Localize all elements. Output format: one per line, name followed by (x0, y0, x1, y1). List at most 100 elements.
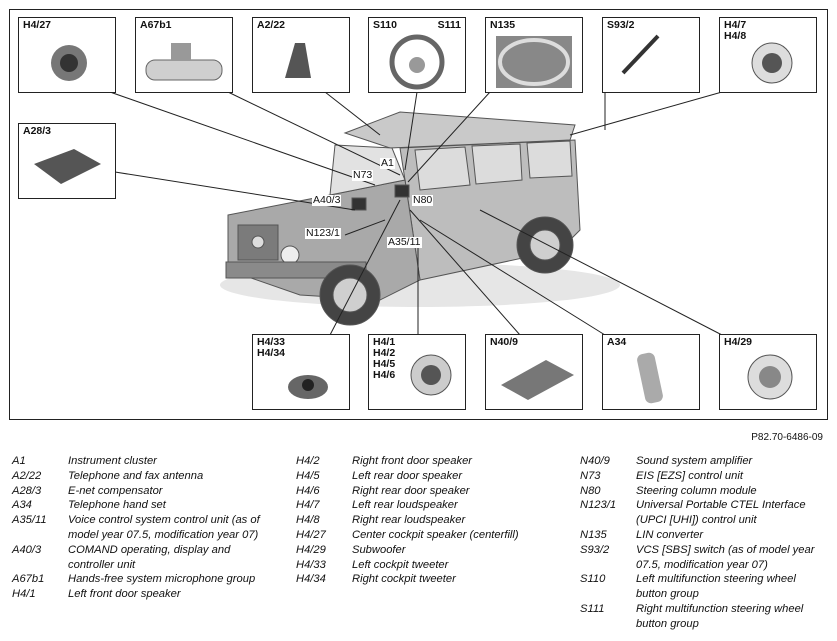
component-box-s93-2: S93/2 (602, 17, 700, 93)
legend-desc: Subwoofer (352, 543, 406, 556)
legend-desc: Right multifunction steering wheel butto… (636, 602, 804, 630)
legend-code: H4/1 (12, 588, 36, 601)
vehicle-illustration (220, 111, 620, 326)
legend-code: H4/7 (296, 499, 320, 512)
legend-code: S110 (580, 573, 606, 586)
tweeter-icon (288, 375, 328, 399)
handset-icon (637, 352, 663, 404)
legend-code: N80 (580, 484, 601, 497)
component-box-h4-1-h4-6: H4/1 H4/2 H4/5 H4/6 (368, 334, 466, 410)
component-box-a67b1: A67b1 (135, 17, 233, 93)
microphone-mirror-icon (145, 43, 223, 81)
legend-desc: E-net compensator (68, 484, 163, 497)
figure-reference: P82.70-6486-09 (751, 432, 823, 443)
box-label: N40/9 (490, 336, 519, 348)
legend-desc: Right front door speaker (352, 455, 473, 467)
box-label: H4/7 H4/8 (724, 19, 747, 42)
box-label: H4/1 H4/2 H4/5 H4/6 (373, 336, 396, 381)
callout-a35-11: A35/11 (387, 236, 422, 248)
legend-code: S111 (580, 602, 605, 615)
component-box-n40-9: N40/9 (485, 334, 583, 410)
legend-desc: Left cockpit tweeter (352, 558, 449, 571)
legend-desc: Left front door speaker (68, 588, 181, 601)
legend-code: A40/3 (12, 543, 42, 556)
component-box-h4-33-h4-34: H4/33 H4/34 (252, 334, 350, 410)
legend-desc: Left rear door speaker (352, 469, 463, 482)
legend-desc: Hands-free system microphone group (68, 573, 256, 586)
callout-a1: A1 (380, 157, 395, 169)
legend-desc: Telephone hand set (68, 499, 166, 512)
legend-code: H4/27 (296, 528, 326, 541)
legend-desc: Right rear door speaker (352, 484, 470, 497)
box-label: A2/22 (257, 19, 286, 31)
legend-code: A35/11 (12, 514, 47, 527)
legend-code: S93/2 (580, 543, 610, 556)
component-box-n135: N135 (485, 17, 583, 93)
legend-code: N135 (580, 528, 607, 541)
box-label: A34 (607, 336, 627, 348)
steering-wheel-icon (389, 34, 445, 90)
box-label: S110 (373, 19, 397, 31)
box-label: H4/29 (724, 336, 753, 348)
legend-desc: Instrument cluster (68, 455, 157, 467)
legend-code: A2/22 (12, 469, 42, 482)
box-label: A67b1 (140, 19, 172, 31)
component-box-s110-s111: S110 S111 (368, 17, 466, 93)
legend-item: S111 Right multifunction steering wheel b… (580, 602, 832, 632)
legend-item: A2/22 Telephone and fax antenna (12, 469, 282, 484)
component-box-h4-29: H4/29 (719, 334, 817, 410)
legend-desc: Sound system amplifier (636, 455, 753, 467)
legend-code: H4/8 (296, 514, 320, 527)
box-label: H4/33 H4/34 (257, 336, 286, 359)
box-label: N135 (490, 19, 516, 31)
legend-desc: Right cockpit tweeter (352, 573, 456, 586)
component-box-a34: A34 (602, 334, 700, 410)
component-box-h4-27: H4/27 (18, 17, 116, 93)
callout-n73: N73 (352, 169, 374, 181)
box-label: S93/2 (607, 19, 635, 31)
legend-item: H4/5 Left rear door speaker (296, 469, 566, 484)
legend-desc: Universal Portable CTEL Interface (UPCI … (636, 499, 806, 527)
legend-desc: Right rear loudspeaker (352, 514, 466, 527)
component-box-h4-7-h4-8: H4/7 H4/8 (719, 17, 817, 93)
legend-desc: COMAND operating, display and controller… (68, 543, 231, 571)
legend-item: A40/3 COMAND operating, display and contr… (12, 543, 282, 573)
speaker-icon (51, 45, 87, 81)
legend-code: H4/34 (296, 573, 326, 586)
legend-desc: EIS [EZS] control unit (636, 469, 743, 482)
component-box-a2-22: A2/22 (252, 17, 350, 93)
steering-wheel-icon (496, 36, 572, 88)
callout-n80: N80 (412, 194, 434, 206)
legend-code: H4/5 (296, 469, 320, 482)
leader-lines (109, 91, 723, 336)
legend-code: H4/29 (296, 543, 326, 556)
legend-item: H4/34 Right cockpit tweeter (296, 572, 566, 587)
component-locator-diagram: H4/27 A67b1 A2/22 S110 S111 N135 S93/2 (9, 9, 828, 420)
legend-item: S93/2 VCS [SBS] switch (as of model year … (580, 543, 832, 573)
door-speaker-icon (410, 354, 452, 396)
legend-desc: Telephone and fax antenna (68, 469, 204, 482)
legend-code: A67b1 (12, 573, 45, 586)
component-box-a28-3: A28/3 (18, 123, 116, 199)
antenna-icon (285, 43, 311, 78)
legend-desc: VCS [SBS] switch (as of model year 07.5,… (636, 543, 815, 571)
legend-desc: Steering column module (636, 484, 757, 497)
legend-item: N80 Steering column module (580, 484, 832, 499)
